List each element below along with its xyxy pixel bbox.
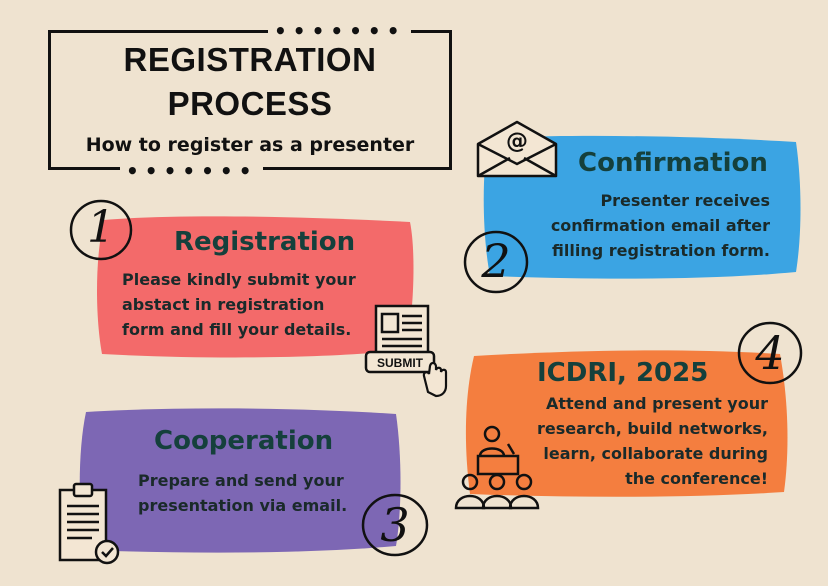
presenter-audience-icon xyxy=(454,425,540,510)
cooperation-card-bg xyxy=(79,408,401,553)
title-dots-top: ••••••• xyxy=(268,21,412,41)
registration-card-bg xyxy=(97,216,414,358)
step-4-number: 4 xyxy=(755,326,785,380)
step-3-title: Cooperation xyxy=(154,426,334,456)
svg-text:@: @ xyxy=(506,129,528,154)
email-envelope-icon: @ xyxy=(476,120,558,178)
submit-icon-text: SUBMIT xyxy=(377,356,424,370)
step-2-number: 2 xyxy=(481,234,511,288)
submit-form-icon: SUBMIT xyxy=(364,304,448,398)
step-2-description: Presenter receives confirmation email af… xyxy=(550,191,770,260)
page-subtitle: How to register as a presenter xyxy=(85,134,415,156)
confirmation-card-bg xyxy=(483,135,801,279)
page-title: REGISTRATION PROCESS xyxy=(123,41,377,122)
step-1-description: Please kindly submit your abstact in reg… xyxy=(122,270,356,339)
step-2-circle xyxy=(463,230,529,294)
step-1-circle xyxy=(69,199,133,261)
step-1-title: Registration xyxy=(174,227,356,257)
icdri-card-bg xyxy=(465,350,788,497)
step-1-number: 1 xyxy=(87,202,115,253)
step-4-title: ICDRI, 2025 xyxy=(537,358,709,388)
step-2-title: Confirmation xyxy=(578,148,768,178)
step-4-circle xyxy=(737,321,803,385)
step-4-description: Attend and present your research, build … xyxy=(537,394,768,488)
step-3-description: Prepare and send your presentation via e… xyxy=(138,471,348,515)
step-3-circle xyxy=(361,493,429,557)
step-3-number: 3 xyxy=(380,498,410,552)
clipboard-check-icon xyxy=(58,482,120,565)
title-dots-bottom: ••••••• xyxy=(120,161,264,181)
